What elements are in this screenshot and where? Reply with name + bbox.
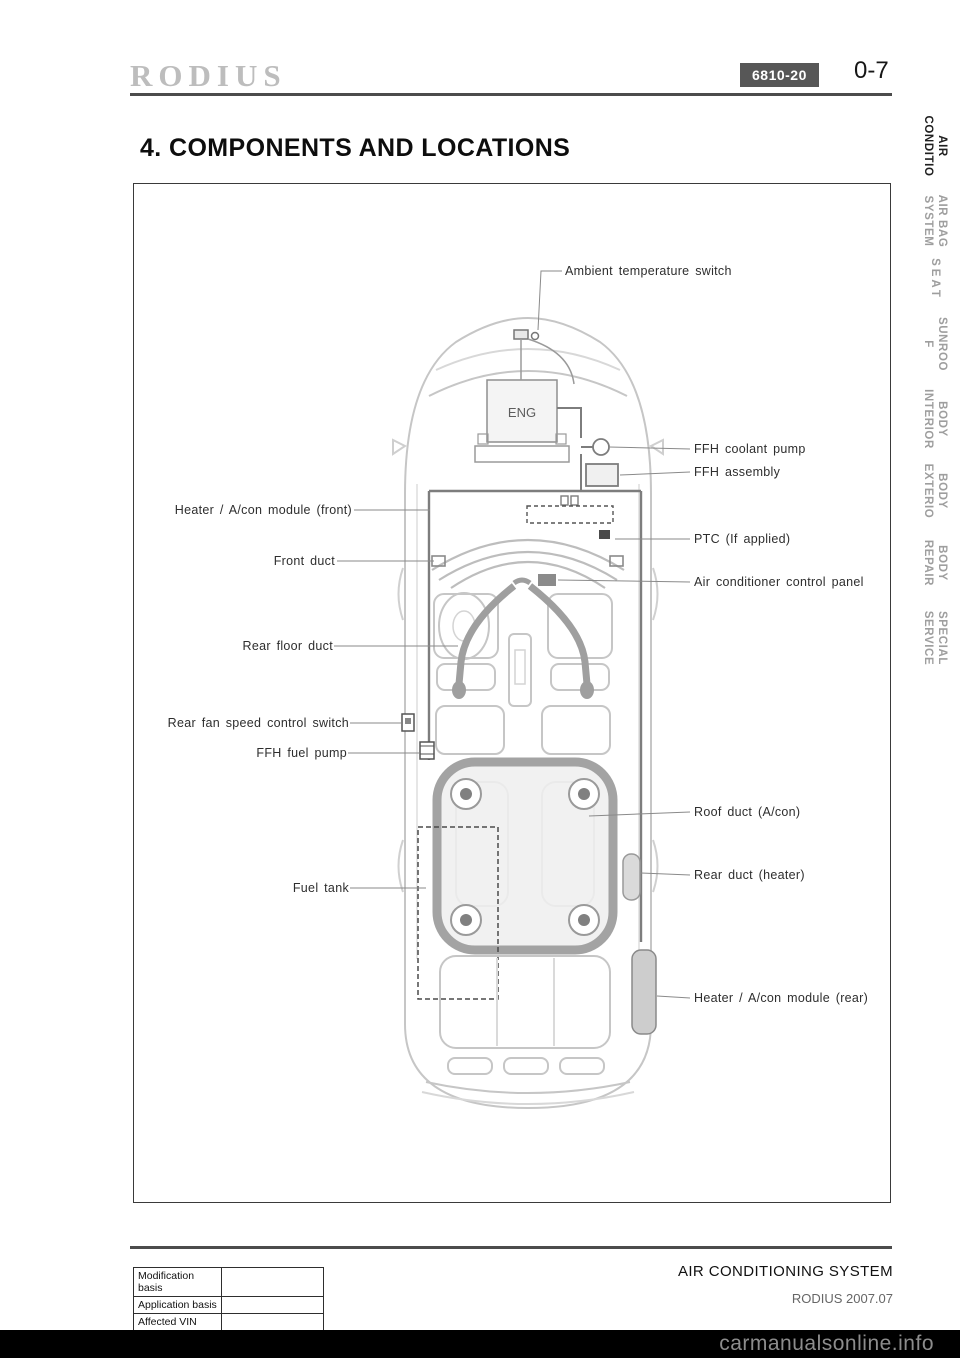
vehicle-body-outline (392, 316, 664, 1110)
components-diagram-box: ENG (133, 183, 891, 1203)
tab-label: SUNROO (936, 316, 949, 372)
fuel-tank-outline (417, 826, 499, 1000)
model-version: RODIUS 2007.07 (791, 1291, 893, 1306)
ac-control-panel-shape (538, 574, 556, 586)
ac-control-panel-label: Air conditioner control panel (694, 575, 864, 589)
page-number: 0-7 (854, 57, 889, 84)
tab-sunroof: SUNROO F (912, 314, 957, 374)
page-title: 4. COMPONENTS AND LOCATIONS (140, 134, 571, 162)
fuel-tank-label: Fuel tank (292, 881, 349, 895)
rear-floor-duct-shape (452, 577, 594, 699)
revision-basis-table: Modification basis Application basis Aff… (133, 1267, 324, 1331)
system-title: AIR CONDITIONING SYSTEM (677, 1263, 893, 1280)
tab-label: BODY (936, 401, 949, 437)
rear-fan-switch-shape (401, 713, 415, 732)
ffh-assembly-shape (585, 463, 619, 487)
rear-seats (439, 955, 611, 1075)
rear-duct-label: Rear duct (heater) (694, 868, 805, 882)
engine-compartment: ENG (474, 379, 570, 463)
tab-label: REPAIR (922, 539, 935, 587)
bottom-bar (0, 1330, 960, 1358)
leader-lines (334, 270, 691, 999)
table-row: Application basis (133, 1296, 324, 1314)
roof-duct-shape (432, 757, 618, 955)
application-basis-label: Application basis (133, 1296, 222, 1314)
ffh-assembly-label: FFH assembly (694, 465, 781, 479)
tab-label: CONDITIO (922, 115, 935, 177)
tab-seat: SEAT (912, 254, 957, 304)
tab-label: BODY (936, 473, 949, 509)
modification-basis-label: Modification basis (133, 1267, 222, 1297)
watermark: carmanualsonline.info (719, 1332, 934, 1355)
tab-air-bag-system: AIR BAG SYSTEM (912, 188, 957, 254)
dashboard (431, 539, 625, 589)
front-duct-label: Front duct (273, 554, 335, 568)
ambient-temperature-switch-shape (513, 329, 575, 385)
tab-label: AIR BAG (936, 194, 949, 248)
ffh-fuel-pump-label: FFH fuel pump (256, 746, 347, 760)
tab-label: SYSTEM (922, 195, 935, 247)
tab-body-interior: BODY INTERIOR (912, 388, 957, 450)
tab-label: SERVICE (922, 610, 935, 666)
rodius-logo: RODIUS (130, 58, 287, 93)
tab-label: SEAT (929, 258, 942, 300)
rear-fan-switch-label: Rear fan speed control switch (167, 716, 349, 730)
header-divider (130, 93, 892, 96)
footer-divider (130, 1246, 892, 1249)
ffh-coolant-pump-shape (592, 438, 610, 456)
tab-label: SPECIAL (936, 610, 949, 666)
heater-module-rear-label: Heater / A/con module (rear) (694, 991, 869, 1005)
affected-vin-value (221, 1313, 324, 1331)
ffh-plumbing-lines (427, 407, 643, 942)
tab-body-repair: BODY REPAIR (912, 532, 957, 594)
vehicle-diagram: ENG (334, 270, 691, 1110)
rear-floor-duct-label: Rear floor duct (242, 639, 333, 653)
ffh-fuel-pump-shape (419, 741, 435, 760)
modification-basis-value (221, 1267, 324, 1297)
tab-label: BODY (936, 545, 949, 581)
tab-body-exterior: BODY EXTERIO (912, 458, 957, 524)
tab-label: EXTERIO (922, 463, 935, 519)
tab-label: AIR (936, 135, 949, 157)
ffh-coolant-pump-label: FFH coolant pump (694, 442, 806, 456)
ptc-shape (526, 505, 614, 539)
heater-module-front-label: Heater / A/con module (front) (174, 503, 352, 517)
heater-module-rear-shape (631, 949, 657, 1035)
table-row: Affected VIN (133, 1313, 324, 1331)
ptc-label: PTC (If applied) (694, 532, 791, 546)
affected-vin-label: Affected VIN (133, 1313, 222, 1331)
table-row: Modification basis (133, 1267, 324, 1297)
tab-label: INTERIOR (922, 389, 935, 449)
ambient-temp-switch-label: Ambient temperature switch (565, 264, 732, 278)
rear-duct-heater-shape (622, 853, 641, 901)
roof-duct-label: Roof duct (A/con) (694, 805, 801, 819)
section-code-badge: 6810-20 (740, 63, 819, 87)
tab-label: F (922, 340, 935, 348)
tab-air-conditioning: AIR CONDITIO (912, 100, 957, 192)
tab-special-service: SPECIAL SERVICE (912, 606, 957, 670)
engine-label: ENG (508, 405, 536, 420)
application-basis-value (221, 1296, 324, 1314)
